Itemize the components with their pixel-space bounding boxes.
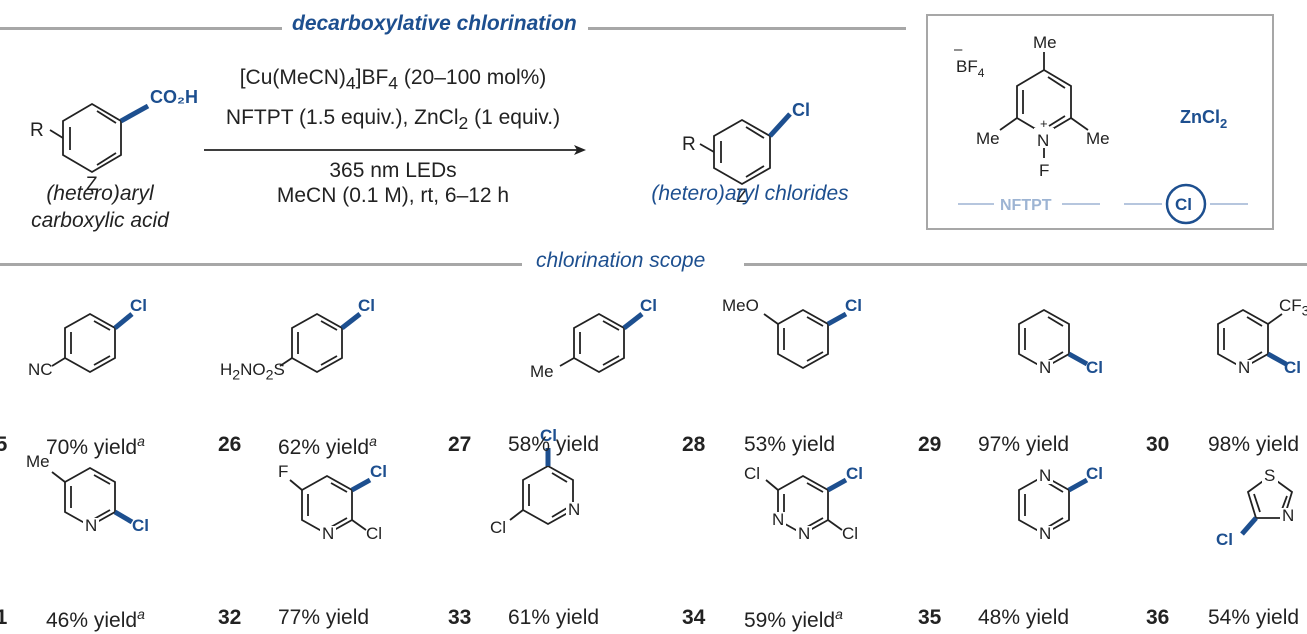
p35-n-bottom: N: [1039, 524, 1052, 543]
compound-number: 27: [448, 433, 472, 456]
p27-cl: Cl: [640, 296, 657, 315]
compound-number: 32: [218, 606, 242, 629]
p33-n: N: [568, 500, 581, 519]
compound-yield: 98% yield: [1208, 433, 1300, 456]
cl-circle-icon: [1165, 183, 1207, 225]
product-r: R: [682, 134, 696, 155]
p33-cl-left: Cl: [490, 518, 507, 537]
p32-f: F: [278, 462, 289, 481]
p34-cl-left: Cl: [744, 464, 761, 483]
p34-n2: N: [798, 524, 811, 543]
p30-cl: Cl: [1284, 358, 1301, 377]
p34-cl-right: Cl: [842, 524, 859, 543]
p29-n: N: [1039, 358, 1052, 377]
product-cl: Cl: [792, 100, 810, 120]
compound-yield: 53% yield: [744, 433, 836, 456]
nftpt-structure: Me Me Me N + F – BF4 ZnCl2 NFTPT Cl: [954, 33, 1248, 225]
cl-circle-label: Cl: [1175, 195, 1192, 214]
p31-n: N: [85, 516, 98, 535]
substrate-label: (hetero)aryl carboxylic acid: [31, 182, 169, 232]
p28-cl: Cl: [845, 296, 862, 315]
nftpt-f: F: [1039, 161, 1049, 180]
compound-number: 36: [1146, 606, 1170, 629]
p26-h2no2s: H2NO2S: [220, 360, 285, 384]
scope-title: chlorination scope: [536, 249, 706, 272]
compound-number: 35: [918, 606, 942, 629]
product-label: (hetero)aryl chlorides: [651, 182, 849, 205]
p35-n-top: N: [1039, 466, 1052, 485]
scope-rule-right: [744, 263, 1307, 266]
nftpt-plus: +: [1040, 116, 1048, 131]
compound-yield: 62% yielda: [278, 433, 377, 459]
compound-number: 28: [682, 433, 706, 456]
header-rule-left: [0, 27, 282, 30]
zncl2-label: ZnCl2: [1180, 107, 1227, 131]
p34-n1: N: [772, 510, 785, 529]
compound-yield: 58% yield: [508, 433, 600, 456]
p26-cl: Cl: [358, 296, 375, 315]
substrate-z: Z: [86, 174, 98, 195]
p30-cf3: CF3: [1279, 296, 1307, 320]
compound-yield: 70% yielda: [46, 433, 145, 459]
compound-yield: 61% yield: [508, 606, 600, 629]
compound-number: 33: [448, 606, 472, 629]
p33-cl-top: Cl: [540, 426, 557, 445]
substrate-co2h: CO₂H: [150, 87, 198, 107]
reagents-box: Me Me Me N + F – BF4 ZnCl2 NFTPT Cl: [926, 14, 1274, 230]
compound-number: 30: [1146, 433, 1170, 456]
substrate-structure: [49, 102, 150, 174]
p29-cl: Cl: [1086, 358, 1103, 377]
conditions-below-2: MeCN (0.1 M), rt, 6–12 h: [276, 184, 510, 207]
scope-structures: [51, 308, 1296, 542]
substrate-r: R: [30, 120, 44, 141]
reaction-title: decarboxylative chlorination: [292, 12, 577, 35]
p32-n: N: [322, 524, 335, 543]
compound-number: 31: [0, 606, 8, 629]
scope-rule-left: [0, 263, 522, 266]
compound-number: 34: [682, 606, 706, 629]
conditions-above-1: [Cu(MeCN)4]BF4 (20–100 mol%): [239, 66, 547, 94]
reaction-scheme: R Z CO₂H R Z Cl: [30, 87, 810, 207]
p34-cl-top: Cl: [846, 464, 863, 483]
nftpt-me-right: Me: [1086, 129, 1110, 148]
conditions-below-1: 365 nm LEDs: [329, 159, 457, 182]
conditions-above-2: NFTPT (1.5 equiv.), ZnCl2 (1 equiv.): [225, 106, 561, 134]
p35-cl: Cl: [1086, 464, 1103, 483]
compound-yield: 54% yield: [1208, 606, 1300, 629]
nftpt-me-top: Me: [1033, 33, 1057, 52]
compound-number: 29: [918, 433, 942, 456]
p36-cl: Cl: [1216, 530, 1233, 549]
p27-me: Me: [530, 362, 554, 381]
p32-cl-top: Cl: [370, 462, 387, 481]
compound-number: 26: [218, 433, 242, 456]
p28-meo: MeO: [722, 296, 759, 315]
p36-n: N: [1282, 506, 1295, 525]
compound-number: 25: [0, 433, 8, 456]
p25-cl: Cl: [130, 296, 147, 315]
p32-cl-bottom: Cl: [366, 524, 383, 543]
compound-yield: 48% yield: [978, 606, 1070, 629]
counterion: BF4: [956, 57, 985, 80]
nftpt-n: N: [1037, 131, 1049, 150]
p36-s: S: [1264, 466, 1276, 485]
p25-nc: NC: [28, 360, 53, 379]
p30-n: N: [1238, 358, 1251, 377]
compound-yield: 46% yielda: [46, 606, 145, 632]
nftpt-me-left: Me: [976, 129, 1000, 148]
product-z: Z: [736, 186, 748, 207]
nftpt-label: NFTPT: [1000, 197, 1052, 214]
p31-me: Me: [26, 452, 50, 471]
product-structure: [699, 112, 792, 186]
header-rule-right: [588, 27, 906, 30]
atom-labels: Cl NC Cl H2NO2S Cl Me Cl MeO N Cl CF3 N …: [0, 280, 1307, 610]
compound-yield: 97% yield: [978, 433, 1070, 456]
counterion-charge: –: [954, 41, 963, 58]
reaction-arrowhead: [574, 145, 586, 155]
p31-cl: Cl: [132, 516, 149, 535]
compound-yield: 59% yielda: [744, 606, 843, 632]
compound-yield: 77% yield: [278, 606, 370, 629]
